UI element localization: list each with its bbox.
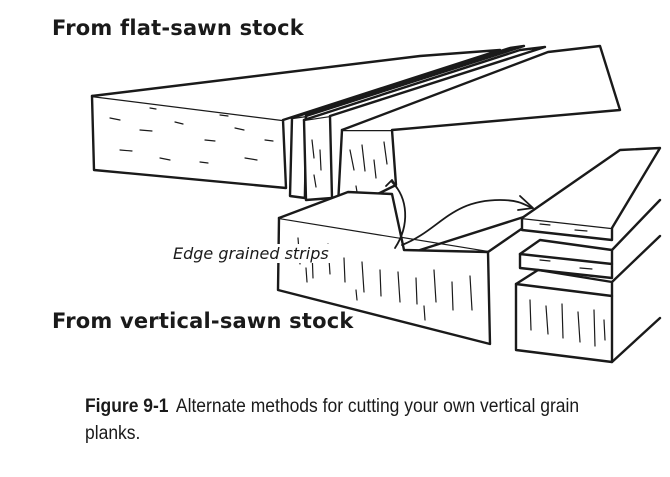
figure-number: Figure 9-1 [85,396,169,417]
caption-text: Alternate methods for cutting your own v… [85,396,580,444]
flat-sawn-label: From flat-sawn stock [52,16,304,40]
vertical-sawn-board [276,190,548,346]
arrow-to-stacked-strips [401,195,534,246]
vertical-sawn-strip-3 [514,234,662,364]
vertical-sawn-strip-2 [518,198,662,280]
vertical-sawn-strip-1 [520,146,662,242]
arrow-to-vertical-strip [385,179,407,249]
vertical-sawn-label: From vertical-sawn stock [52,309,354,333]
flat-sawn-strip-3 [336,44,622,212]
edge-grained-strips-label: Edge grained strips [171,244,331,263]
